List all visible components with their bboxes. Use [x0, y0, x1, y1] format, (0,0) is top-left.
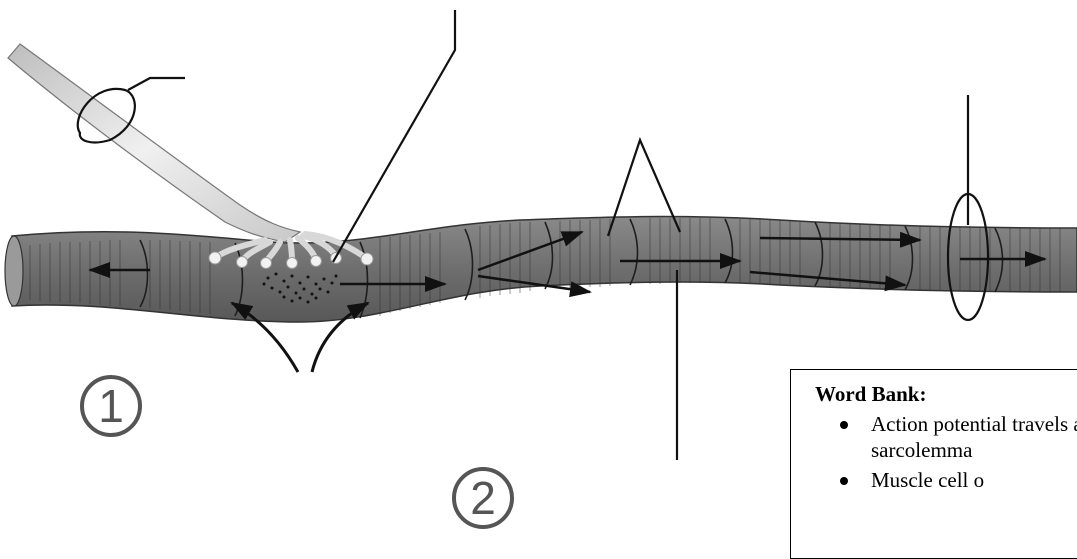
motor-neuron-axon	[8, 44, 300, 242]
step-2-number: 2	[470, 471, 496, 525]
step-1-number: 1	[98, 379, 124, 433]
leader-junction	[333, 10, 455, 262]
word-bank-title: Word Bank:	[815, 382, 1077, 407]
fiber-cut-end	[5, 236, 23, 306]
word-bank-item: Muscle cell o	[871, 467, 1077, 493]
word-bank-list: Action potential travels along sarcolemm…	[815, 411, 1077, 493]
step-1-badge: 1	[80, 375, 142, 437]
word-bank-box: Word Bank: Action potential travels alon…	[790, 369, 1077, 559]
word-bank-item: Action potential travels along sarcolemm…	[871, 411, 1077, 463]
leader-axon-tail	[128, 78, 185, 90]
step-2-badge: 2	[452, 467, 514, 529]
muscle-fiber	[12, 217, 1077, 322]
